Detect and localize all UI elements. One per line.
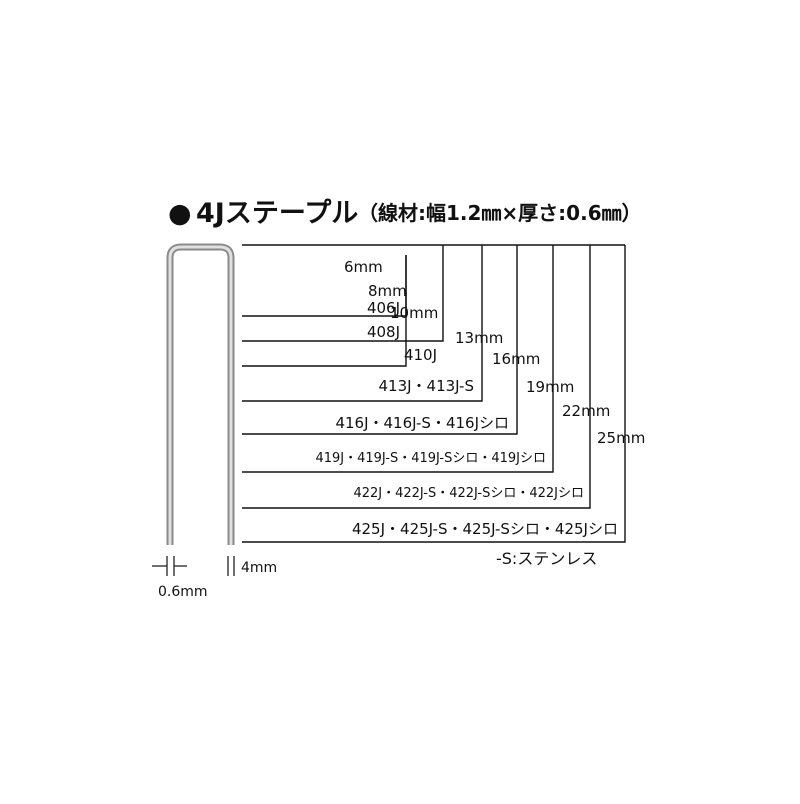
model-410j: 410J <box>404 346 437 364</box>
thickness-dimension <box>152 556 235 576</box>
model-413j: 413J・413J-S <box>378 377 474 395</box>
line-419j <box>242 245 554 473</box>
length-22mm: 22mm <box>562 402 610 420</box>
wire-spec: （線材:幅1.2㎜×厚さ:0.6㎜） <box>358 201 642 225</box>
line-422j <box>242 245 591 509</box>
length-13mm: 13mm <box>455 329 503 347</box>
length-10mm: 10mm <box>390 304 438 322</box>
model-419j: 419J・419J-S・419J-Sシロ・419Jシロ <box>315 451 546 466</box>
length-16mm: 16mm <box>492 350 540 368</box>
model-408j: 408J <box>367 323 400 341</box>
diagram-title: 4Jステープル <box>196 198 358 229</box>
model-422j: 422J・422J-S・422J-Sシロ・422Jシロ <box>353 486 584 501</box>
line-425j <box>242 245 626 543</box>
line-416j <box>242 245 518 435</box>
line-408j <box>242 245 444 342</box>
model-406j: 406J <box>367 299 400 317</box>
model-416j: 416J・416J-S・416Jシロ <box>335 414 509 432</box>
line-413j <box>242 245 483 402</box>
staple-illustration <box>166 243 235 545</box>
stainless-note: -S:ステンレス <box>496 549 597 568</box>
length-25mm: 25mm <box>597 429 645 447</box>
line-410j <box>242 255 407 367</box>
model-lines <box>242 244 626 543</box>
length-8mm: 8mm <box>368 282 407 300</box>
thickness-label: 0.6mm <box>158 584 208 600</box>
length-19mm: 19mm <box>526 378 574 396</box>
length-6mm: 6mm <box>344 258 383 276</box>
title-bullet: ● <box>168 198 192 229</box>
crown-width-label: 4mm <box>241 560 277 576</box>
model-425j: 425J・425J-S・425J-Sシロ・425Jシロ <box>352 520 618 538</box>
